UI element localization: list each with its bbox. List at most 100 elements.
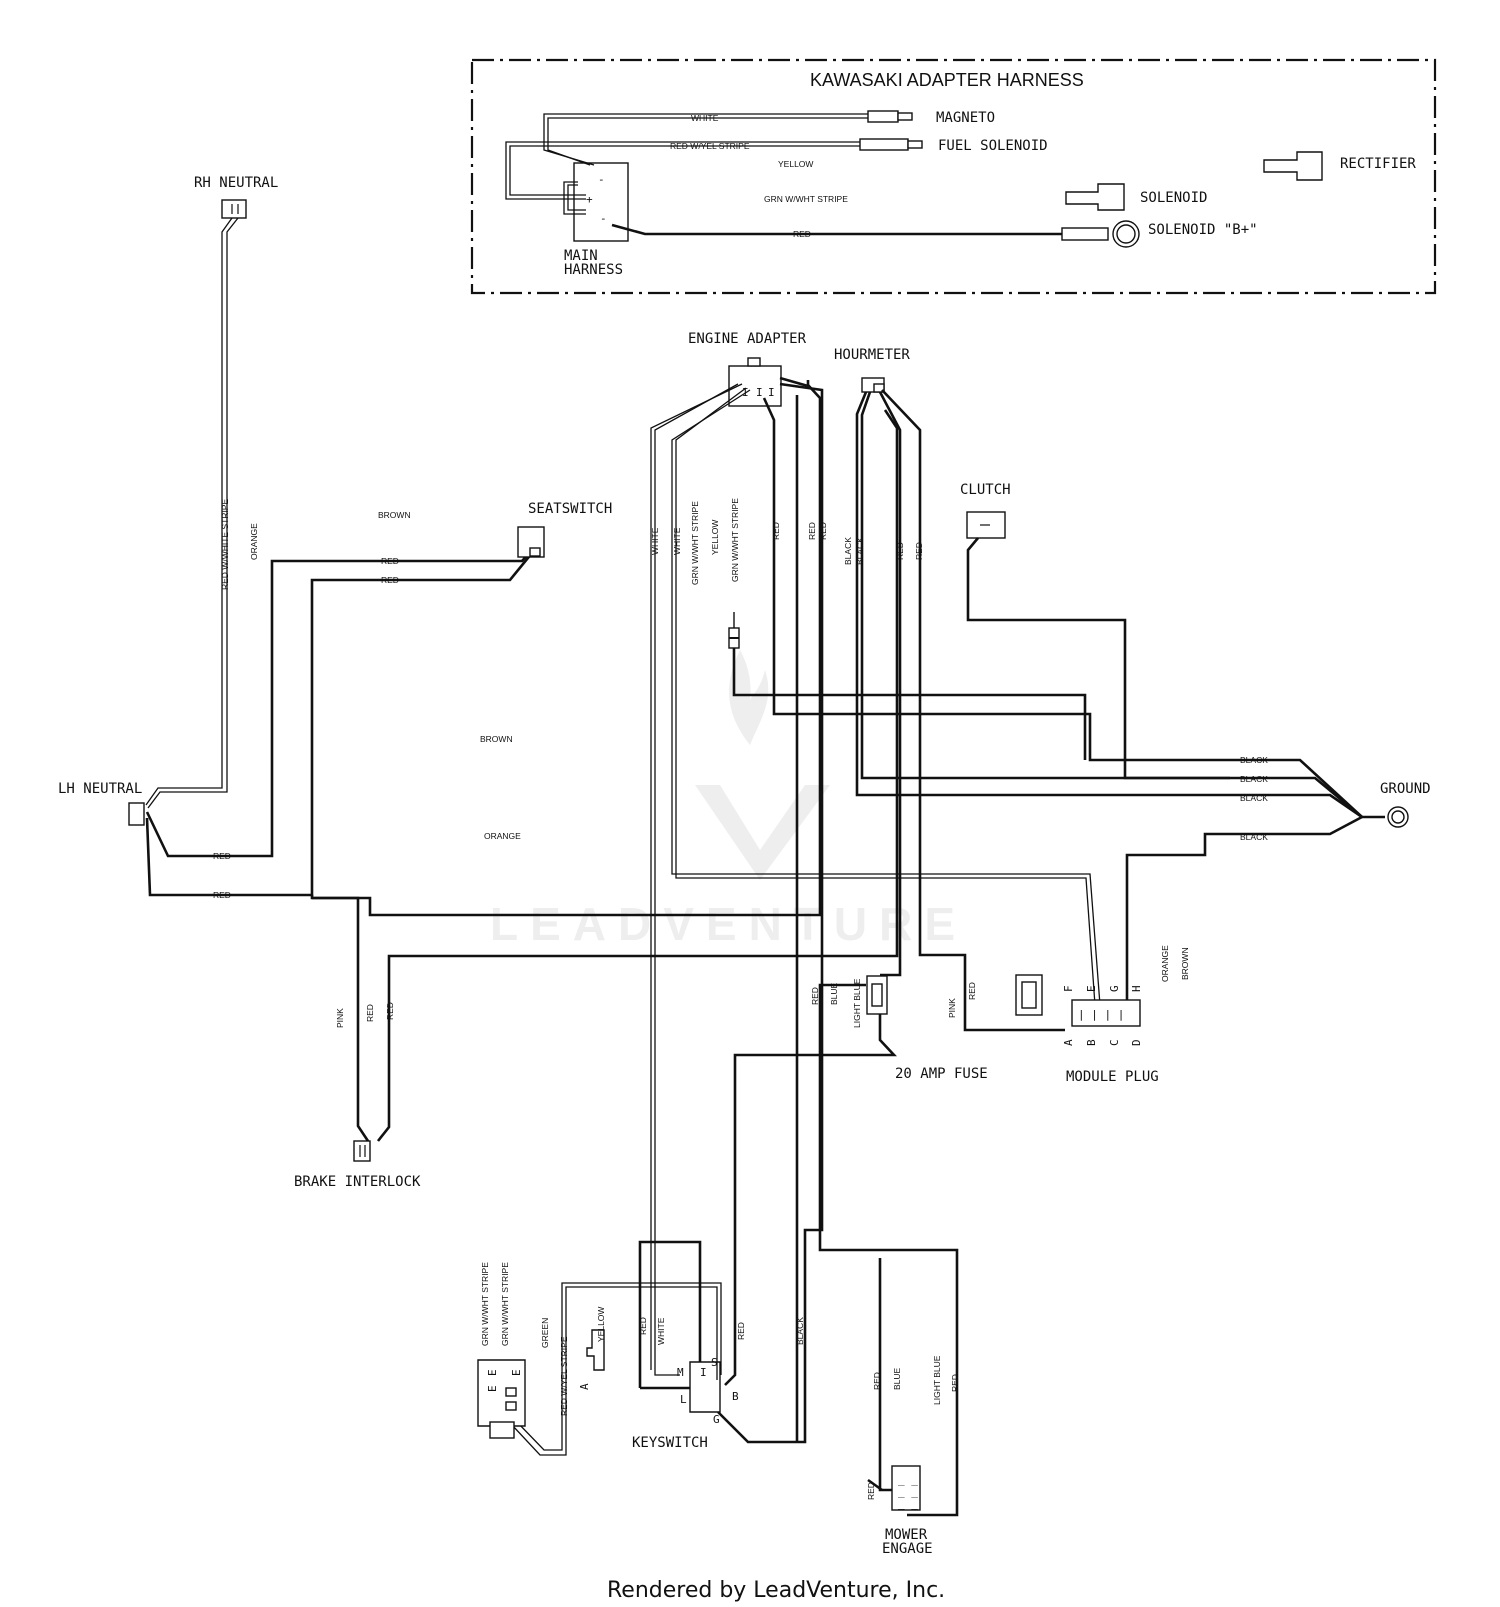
ground-label: GROUND: [1380, 781, 1431, 797]
svg-text:M: M: [677, 1366, 684, 1379]
svg-text:H: H: [1130, 985, 1143, 992]
engine-adapter-label: ENGINE ADAPTER: [688, 331, 807, 347]
keyswitch: M I S L G B KEYSWITCH RED WHITE RED BLAC…: [632, 395, 805, 1451]
svg-text:RED W/YEL STRIPE: RED W/YEL STRIPE: [559, 1336, 569, 1416]
svg-text:BLACK: BLACK: [1240, 774, 1268, 784]
svg-text:_ _: _ _: [898, 1473, 918, 1486]
svg-text:BLUE: BLUE: [829, 982, 839, 1005]
svg-text:YELLOW: YELLOW: [778, 159, 813, 169]
svg-text:A: A: [1062, 1039, 1075, 1046]
svg-text:I: I: [756, 386, 763, 399]
rh-neutral: RH NEUTRAL RED W/WHITE STRIPE ORANGE: [145, 175, 278, 809]
mower-engage-label-1: MOWER: [885, 1527, 928, 1543]
wire-red-fuse-mower: [818, 983, 959, 1517]
svg-text:RED: RED: [385, 1002, 395, 1020]
svg-text:LIGHT BLUE: LIGHT BLUE: [852, 978, 862, 1028]
wire-black-clutch: [966, 537, 1230, 780]
svg-text:BLUE: BLUE: [892, 1367, 902, 1390]
svg-text:-: -: [600, 212, 607, 225]
watermark-text: LEADVENTURE: [490, 898, 967, 950]
svg-text:WHITE: WHITE: [672, 527, 682, 555]
svg-text:RED: RED: [872, 1372, 882, 1390]
magneto-label: MAGNETO: [936, 110, 995, 126]
fuse-20-amp: 20 AMP FUSE RED BLUE LIGHT BLUE: [724, 975, 988, 1517]
brake-interlock: BRAKE INTERLOCK: [294, 1140, 421, 1190]
svg-text:BLACK: BLACK: [1240, 793, 1268, 803]
svg-text:RED: RED: [914, 542, 924, 560]
wire-white-keyswitch: [654, 383, 739, 1376]
svg-text:A: A: [578, 1383, 591, 1390]
module-plug-label: MODULE PLUG: [1066, 1069, 1159, 1085]
svg-text:I: I: [768, 386, 775, 399]
svg-text:WHITE: WHITE: [656, 1317, 666, 1345]
lh-neutral: LH NEUTRAL RED RED: [58, 548, 534, 900]
svg-text:ORANGE: ORANGE: [484, 831, 521, 841]
engine-adapter: ENGINE ADAPTER I I I RED RED RED WHITE W…: [650, 331, 1230, 1376]
svg-text:YELLOW: YELLOW: [710, 520, 720, 555]
wire-red-yel-plug: [511, 1286, 718, 1456]
seatswitch-label: SEATSWITCH: [528, 501, 612, 517]
svg-text:+: +: [586, 193, 593, 206]
svg-text:WHITE: WHITE: [650, 527, 660, 555]
svg-text:G: G: [713, 1413, 720, 1426]
mower-engage: _ _ _ _ _ _ MOWER ENGAGE RED BLUE LIGHT …: [866, 1258, 960, 1557]
svg-text:GREEN: GREEN: [540, 1318, 550, 1348]
brake-interlock-label: BRAKE INTERLOCK: [294, 1174, 421, 1190]
svg-text:RED: RED: [736, 1322, 746, 1340]
fuse-label: 20 AMP FUSE: [895, 1066, 988, 1082]
ground: GROUND BLACK BLACK BLACK BLACK: [1125, 755, 1431, 1005]
svg-text:RED: RED: [793, 229, 811, 239]
svg-text:RED: RED: [638, 1317, 648, 1335]
svg-text:_ _: _ _: [898, 1497, 918, 1510]
mower-engage-label-2: ENGAGE: [882, 1541, 933, 1557]
wire-red-white-stripe: [145, 217, 233, 806]
svg-text:F: F: [1062, 985, 1075, 992]
svg-text:GRN W/WHT STRIPE: GRN W/WHT STRIPE: [730, 498, 740, 582]
svg-text:_ _: _ _: [898, 1485, 918, 1498]
svg-text:RED: RED: [365, 1004, 375, 1022]
svg-text:I: I: [700, 1366, 707, 1379]
rh-neutral-label: RH NEUTRAL: [194, 175, 278, 191]
svg-text:GRN W/WHT STRIPE: GRN W/WHT STRIPE: [480, 1262, 490, 1346]
adapter-harness-title: KAWASAKI ADAPTER HARNESS: [810, 70, 1084, 90]
svg-text:G: G: [1108, 985, 1121, 992]
svg-text:RED: RED: [381, 556, 399, 566]
svg-text:| | | |: | | | |: [1078, 1008, 1124, 1021]
left-plug: E E E A GRN W/WHT STRIPE GRN W/WHT STRIP…: [477, 1262, 722, 1456]
svg-text:RED: RED: [895, 542, 905, 560]
svg-text:RED: RED: [866, 1482, 876, 1500]
svg-text:D: D: [1130, 1039, 1143, 1046]
solenoid-b-label: SOLENOID "B+": [1148, 222, 1258, 238]
svg-text:RED: RED: [810, 987, 820, 1005]
svg-text:RED: RED: [950, 1374, 960, 1392]
svg-text:GRN W/WHT STRIPE: GRN W/WHT STRIPE: [764, 194, 848, 204]
svg-text:BROWN: BROWN: [378, 510, 411, 520]
svg-text:GRN W/WHT STRIPE: GRN W/WHT STRIPE: [500, 1262, 510, 1346]
main-harness-label-1: MAIN: [564, 248, 598, 264]
svg-text:RED: RED: [807, 522, 817, 540]
svg-text:RED: RED: [213, 890, 231, 900]
svg-text:-: -: [598, 173, 605, 186]
clutch-label: CLUTCH: [960, 482, 1011, 498]
hourmeter-label: HOURMETER: [834, 347, 910, 363]
wire-red-engine-1: [762, 397, 1230, 762]
wire-black-ground-module: [1125, 832, 1230, 1005]
main-harness-label-2: HARNESS: [564, 262, 623, 278]
clutch: CLUTCH: [960, 482, 1230, 780]
wire-black-hourmeter-1: [855, 391, 1230, 797]
svg-text:BROWN: BROWN: [480, 734, 513, 744]
svg-text:GRN W/WHT STRIPE: GRN W/WHT STRIPE: [690, 501, 700, 585]
svg-text:PINK: PINK: [947, 998, 957, 1018]
svg-text:BLACK: BLACK: [1240, 755, 1268, 765]
wire-red-lh-seat-1: [145, 548, 534, 858]
diode: [728, 612, 1087, 760]
svg-text:BLACK: BLACK: [855, 537, 865, 565]
svg-text:E: E: [486, 1369, 499, 1376]
svg-text:YELLOW: YELLOW: [596, 1307, 606, 1342]
svg-text:B: B: [732, 1390, 739, 1403]
module-plug: | | | | F E G H A B C D MODULE PLUG ORAN…: [947, 945, 1190, 1085]
svg-text:WHITE: WHITE: [691, 113, 719, 123]
svg-text:E: E: [486, 1385, 499, 1392]
svg-text:BLACK: BLACK: [843, 537, 853, 565]
